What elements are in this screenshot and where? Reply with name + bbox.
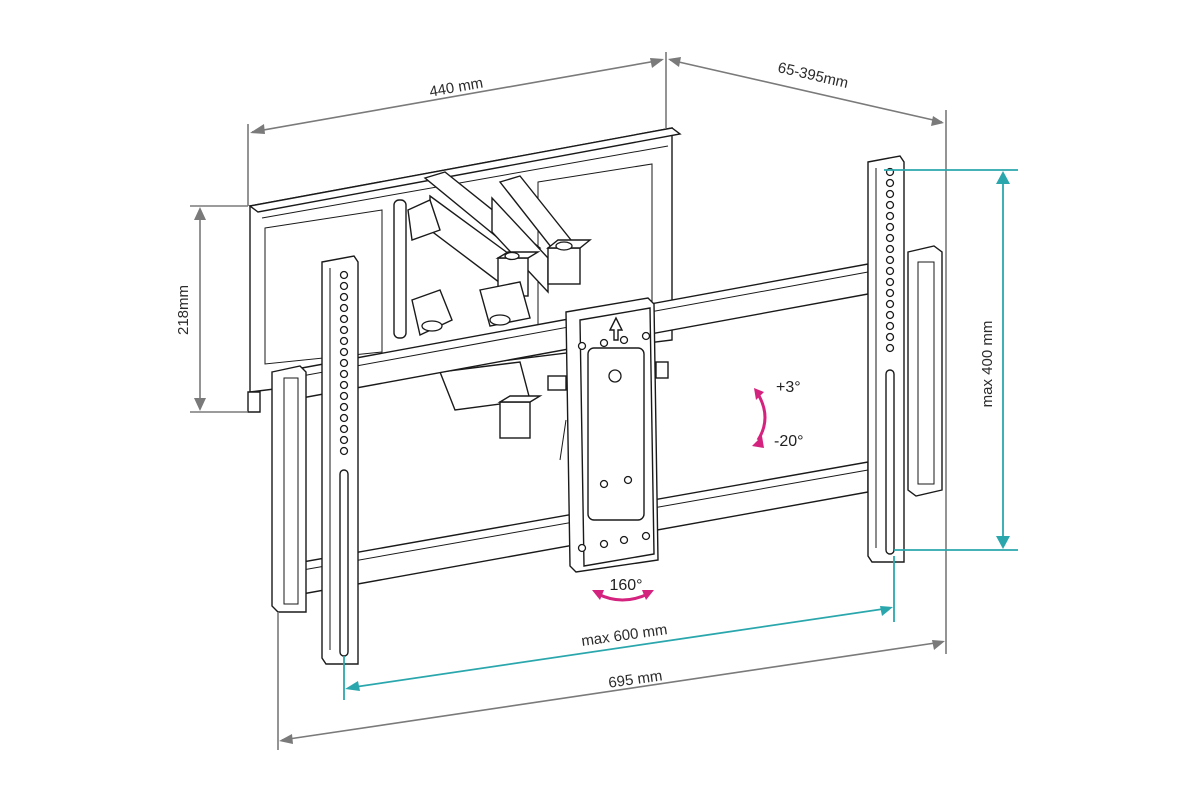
swivel-indicator (592, 590, 654, 602)
articulating-arms (407, 171, 592, 439)
max-vertical-label: max 400 mm (979, 321, 996, 408)
tilt-down-label: -20° (774, 433, 804, 450)
swivel-label: 160° (609, 577, 642, 594)
right-vertical-bracket (867, 155, 905, 563)
center-plate-bottom-holes (577, 531, 651, 553)
max-horizontal-label: max 600 mm (580, 621, 668, 650)
tilt-indicator (752, 388, 767, 448)
tilt-up-label: +3° (776, 379, 801, 396)
right-bracket-holes (885, 167, 895, 353)
center-tilt-plate (547, 297, 669, 573)
center-plate-top-holes (577, 331, 651, 351)
total-width-label: 695 mm (607, 667, 663, 691)
rail-endcaps (271, 245, 943, 613)
dimension-lines-grey (190, 52, 947, 750)
dimension-lines-vesa (343, 169, 1018, 700)
plate-height-label: 218mm (175, 285, 192, 335)
left-vertical-bracket (321, 255, 359, 665)
left-bracket-holes (339, 270, 349, 456)
